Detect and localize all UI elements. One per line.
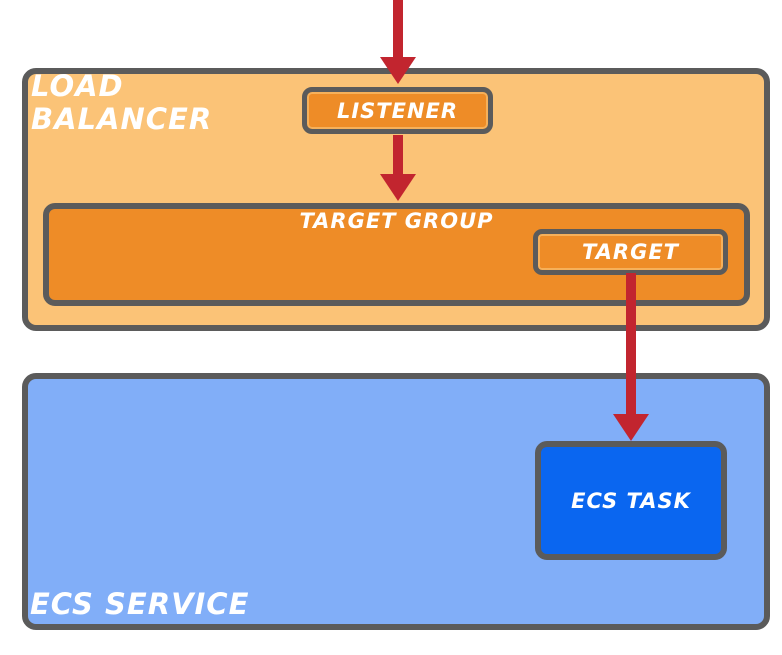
target-group-label: TARGET GROUP bbox=[299, 209, 494, 233]
ecs-task-box: ECS TASK bbox=[535, 441, 727, 560]
listener-label: LISTENER bbox=[336, 98, 459, 123]
target-box: TARGET bbox=[533, 229, 728, 275]
load-balancer-label: LOAD BALANCER bbox=[31, 69, 213, 137]
target-label: TARGET bbox=[581, 240, 680, 264]
listener-box: LISTENER bbox=[302, 87, 493, 134]
ecs-task-label: ECS TASK bbox=[571, 488, 691, 513]
arrow-shaft bbox=[393, 0, 403, 60]
ecs-service-label: ECS SERVICE bbox=[30, 587, 250, 621]
